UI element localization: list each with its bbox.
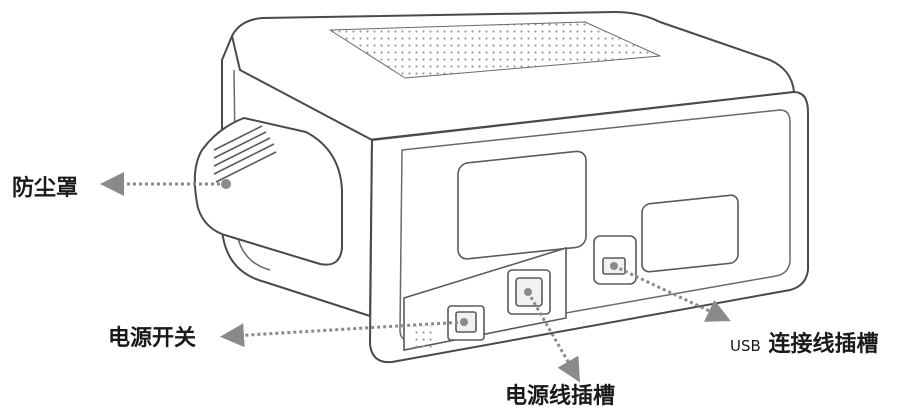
printer-body [193, 11, 809, 364]
usb-prefix: USB [730, 337, 761, 355]
power-socket-dot [524, 288, 532, 296]
power-switch-label: 电源开关 [108, 326, 197, 351]
power-switch-dot [460, 318, 468, 326]
dust-cover-grooves [213, 125, 277, 183]
vent-dots [412, 326, 436, 350]
leader-lines [100, 172, 731, 383]
rear-inner-border [399, 109, 791, 342]
top-texture-panel [329, 21, 661, 79]
leader-power-switch [220, 320, 465, 348]
rear-upper-panel [457, 150, 587, 260]
leader-dots [221, 179, 618, 326]
usb-slot-label: USB 连接线插槽 [730, 326, 878, 358]
dust-cover-label: 防尘罩 [12, 176, 79, 201]
power-socket-label: 电源线插槽 [505, 384, 616, 409]
leader-usb [613, 264, 731, 322]
rear-right-panel [641, 194, 739, 273]
dust-cover-shape [193, 117, 343, 266]
rear-label-panels [457, 150, 739, 273]
dust-cover-dot [221, 179, 231, 189]
usb-slot-text: 连接线插槽 [768, 332, 879, 357]
usb-dot [610, 262, 618, 270]
